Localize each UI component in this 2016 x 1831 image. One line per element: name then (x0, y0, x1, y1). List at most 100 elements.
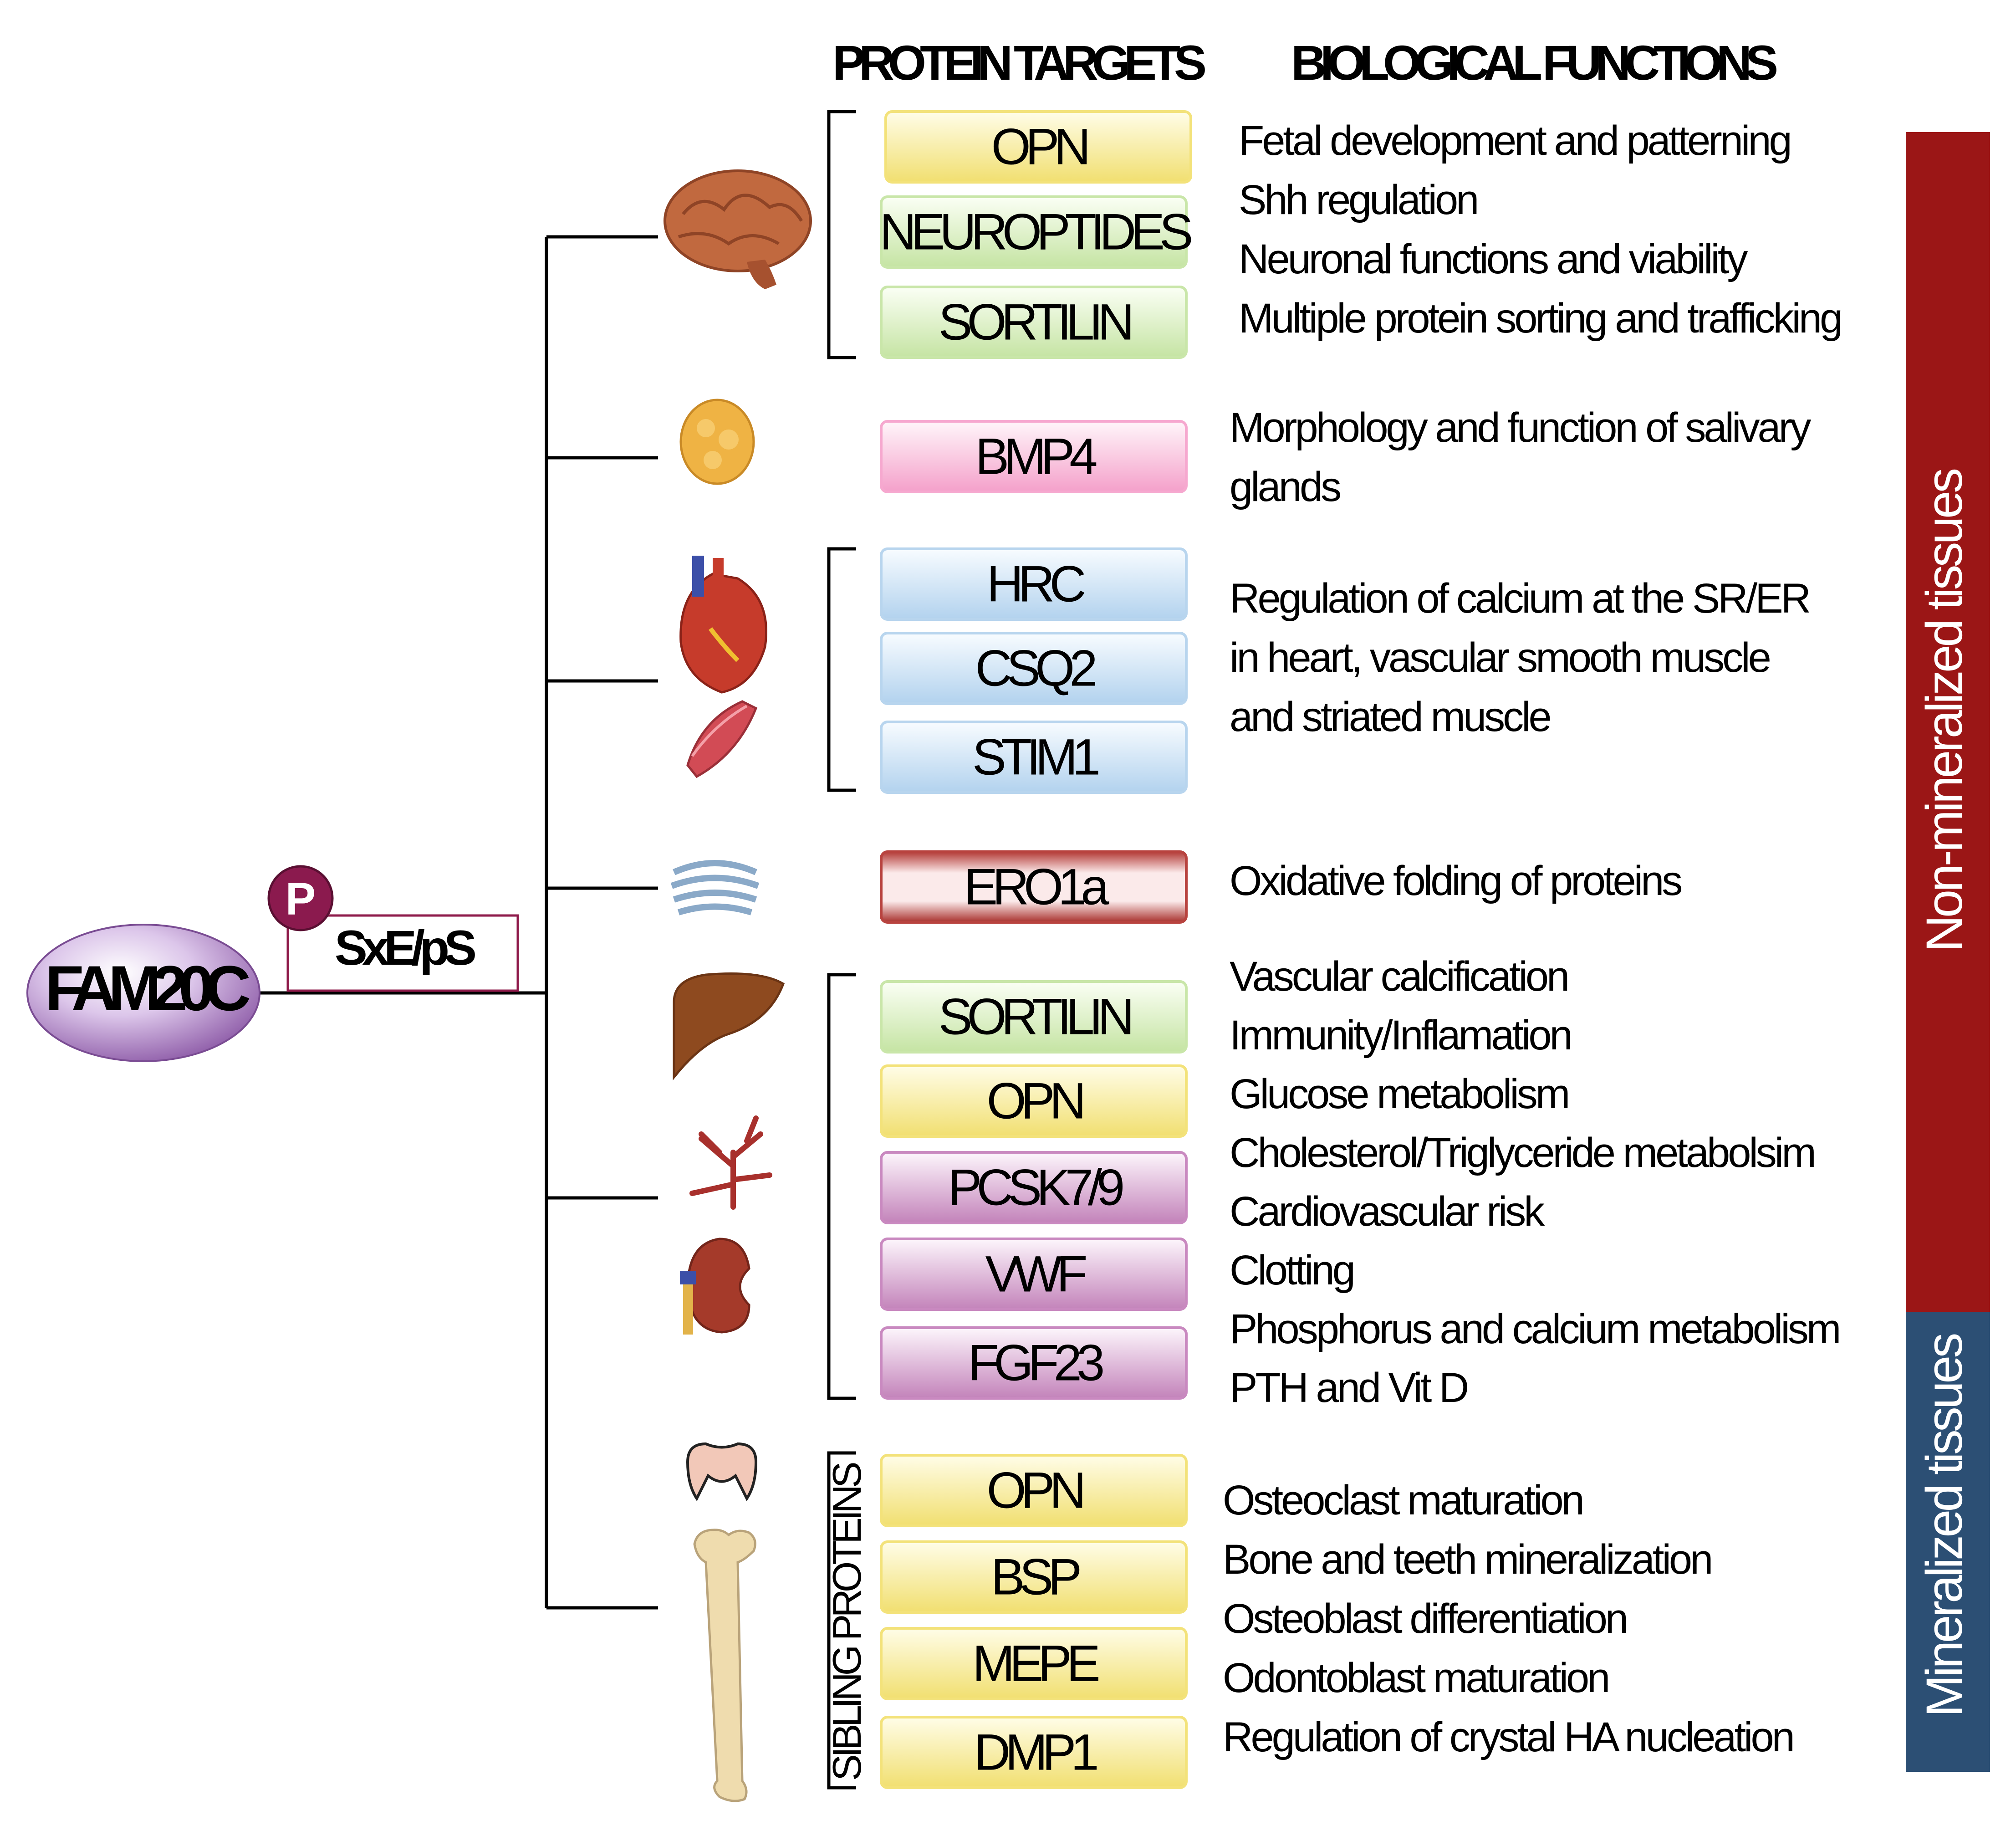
protein-box-bg (880, 1454, 1188, 1527)
protein-box-bg (880, 1540, 1188, 1614)
protein-box-neuroptides[interactable]: NEUROPTIDES (880, 195, 1197, 269)
non-mineralized-label: Non-mineralized tissues (1916, 470, 1973, 952)
protein-box-stim1[interactable]: STIM1 (880, 721, 1188, 794)
protein-label: OPN (987, 1073, 1082, 1130)
protein-box-csq2[interactable]: CSQ2 (880, 632, 1188, 705)
mineralized-label: Mineralized tissues (1916, 1335, 1973, 1717)
biological-functions-header: BIOLOGICAL FUNCTIONS (1291, 35, 1776, 90)
protein-box-hrc[interactable]: HRC (880, 547, 1188, 621)
protein-label: OPN (991, 118, 1087, 175)
fam20c-label: FAM20C (45, 952, 250, 1024)
protein-box-bg (880, 420, 1188, 493)
function-text: glands (1230, 464, 1340, 510)
protein-label: PCSK7/9 (948, 1159, 1123, 1216)
liver-icon (673, 972, 785, 1081)
protein-label: OPN (987, 1462, 1082, 1519)
function-text: Phosphorus and calcium metabolism (1230, 1306, 1839, 1352)
protein-box-vwf[interactable]: VWF (880, 1238, 1188, 1311)
mineralized-bar: Mineralized tissues (1906, 1312, 1990, 1772)
protein-box-bg (880, 1627, 1188, 1700)
protein-targets-header: PROTEIN TARGETS (832, 35, 1205, 90)
function-text: PTH and Vit D (1230, 1365, 1468, 1411)
protein-box-bmp4[interactable]: BMP4 (880, 420, 1188, 493)
function-text: Bone and teeth mineralization (1223, 1536, 1711, 1583)
protein-box-bg (880, 1716, 1188, 1789)
protein-box-sortilin[interactable]: SORTILIN (880, 286, 1188, 359)
protein-box-opn[interactable]: OPN (880, 1064, 1188, 1138)
function-text: Odontoblast maturation (1223, 1655, 1608, 1701)
heart-icon (679, 556, 767, 694)
protein-box-bg (880, 195, 1188, 269)
protein-box-opn[interactable]: OPN (884, 110, 1192, 184)
vessel-icon (689, 1115, 772, 1210)
protein-box-bg (880, 286, 1188, 359)
function-text: Neuronal functions and viability (1239, 236, 1748, 282)
function-text: Shh regulation (1239, 177, 1477, 223)
function-text: Osteoclast maturation (1223, 1477, 1582, 1524)
golgi-icon (670, 860, 760, 916)
function-text: Vascular calcification (1230, 953, 1567, 1000)
protein-box-bg (880, 1151, 1188, 1224)
protein-label: MEPE (972, 1635, 1098, 1692)
tree-connectors (255, 235, 658, 1610)
protein-box-mepe[interactable]: MEPE (880, 1627, 1188, 1700)
function-text: Immunity/Inflamation (1230, 1012, 1571, 1059)
function-text: Fetal development and patterning (1239, 118, 1790, 164)
svg-text:P: P (286, 874, 316, 925)
tooth-icon (686, 1442, 758, 1501)
protein-box-bg (880, 547, 1188, 621)
group-brackets (827, 110, 856, 1790)
protein-box-dmp1[interactable]: DMP1 (880, 1716, 1188, 1789)
non-mineralized-bar: Non-mineralized tissues (1906, 132, 1990, 1312)
protein-box-ero1a[interactable]: ERO1a (880, 850, 1188, 924)
function-text: Glucose metabolism (1230, 1071, 1568, 1117)
protein-label: STIM1 (972, 729, 1098, 786)
protein-box-bg (880, 1064, 1188, 1138)
function-text: Regulation of crystal HA nucleation (1223, 1714, 1793, 1760)
protein-label: ERO1a (964, 859, 1109, 916)
protein-label: HRC (987, 556, 1085, 613)
function-text: Regulation of calcium at the SR/ER (1230, 575, 1810, 622)
protein-label: SORTILIN (939, 294, 1131, 351)
protein-label: NEUROPTIDES (880, 204, 1191, 261)
protein-box-pcsk7-9[interactable]: PCSK7/9 (880, 1151, 1188, 1224)
protein-label: VWF (985, 1246, 1086, 1303)
protein-label: BSP (991, 1549, 1079, 1606)
protein-box-sortilin[interactable]: SORTILIN (880, 980, 1188, 1054)
protein-label: FGF23 (968, 1335, 1103, 1391)
bone-icon (693, 1529, 756, 1802)
function-text: Cholesterol/Triglyceride metabolsim (1230, 1130, 1814, 1176)
function-text: in heart, vascular smooth muscle (1230, 634, 1770, 681)
function-text: Morphology and function of salivary (1230, 404, 1811, 451)
motif-box: SxE/pS (286, 914, 519, 992)
protein-box-bg (880, 1326, 1188, 1400)
function-text: Oxidative folding of proteins (1230, 858, 1681, 904)
protein-box-bg (884, 110, 1192, 184)
protein-box-bg (880, 721, 1188, 794)
protein-box-bg (880, 850, 1188, 924)
protein-box-bg (880, 980, 1188, 1054)
protein-label: CSQ2 (975, 640, 1096, 697)
salivary-gland-icon (679, 399, 755, 485)
protein-label: BMP4 (975, 428, 1097, 485)
sibling-proteins-label: SIBLING PROTEINS (824, 1463, 869, 1781)
protein-box-opn[interactable]: OPN (880, 1454, 1188, 1527)
function-text: Osteoblast differentiation (1223, 1596, 1626, 1642)
fam20c-node[interactable]: FAM20C (26, 924, 260, 1062)
kidney-icon (680, 1238, 750, 1335)
function-text: Multiple protein sorting and trafficking (1239, 295, 1841, 342)
brain-icon (663, 169, 812, 289)
protein-box-fgf23[interactable]: FGF23 (880, 1326, 1188, 1400)
motif-label: SxE/pS (335, 920, 475, 975)
protein-box-bsp[interactable]: BSP (880, 1540, 1188, 1614)
protein-box-bg (880, 1238, 1188, 1311)
muscle-icon (686, 700, 758, 778)
protein-label: DMP1 (974, 1724, 1097, 1781)
function-text: Clotting (1230, 1247, 1353, 1294)
protein-box-bg (880, 632, 1188, 705)
function-text: Cardiovascular risk (1230, 1188, 1545, 1235)
